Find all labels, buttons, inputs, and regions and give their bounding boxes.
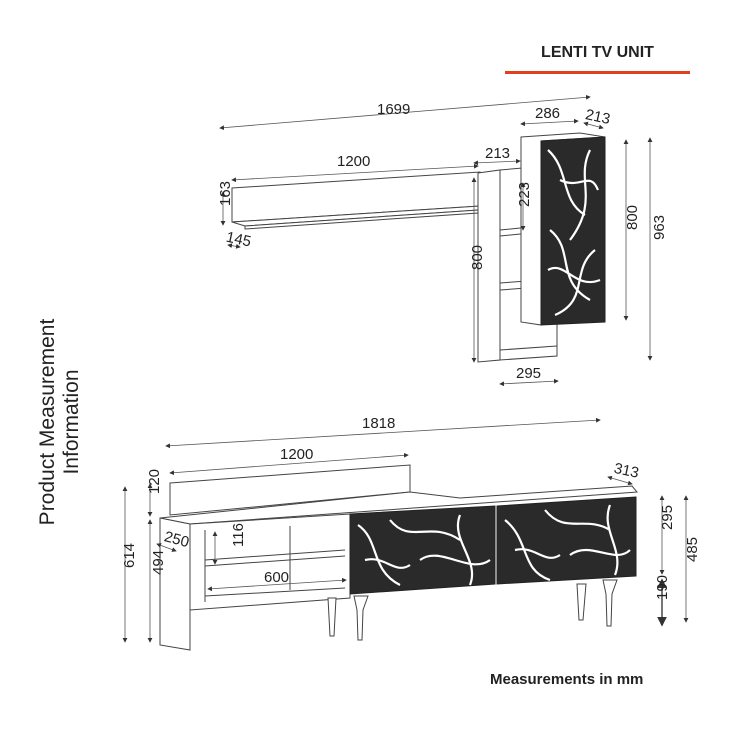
dim-cabinet-depth: 213 — [584, 106, 612, 128]
wall-cabinet-door — [540, 136, 606, 326]
stand-right-door — [496, 496, 637, 585]
stand-leg — [576, 583, 587, 621]
dim-backboard-height: 120 — [146, 469, 163, 494]
dim-shelf-width: 1200 — [337, 153, 370, 170]
product-title: LENTI TV UNIT — [541, 44, 654, 61]
stand-leg — [602, 579, 618, 627]
dim-body-height: 494 — [150, 550, 167, 575]
dim-cabinet-height: 295 — [659, 505, 676, 530]
dim-wall-total-width: 1699 — [377, 101, 410, 118]
dim-stand-total-height: 614 — [121, 543, 138, 568]
dim-tower-compartment: 223 — [516, 182, 533, 207]
wall-unit-drawing: 1699 286 213 1200 213 163 145 223 800 80… — [217, 94, 668, 387]
stand-leg — [353, 595, 369, 641]
dim-cabinet-height: 800 — [624, 205, 641, 230]
title-underline — [505, 71, 690, 74]
dim-stand-total-width: 1818 — [362, 415, 395, 432]
dim-compartment-height: 116 — [230, 523, 247, 547]
dim-cabinet-total-height: 485 — [684, 537, 701, 562]
dim-cabinet-width: 286 — [535, 105, 560, 122]
dim-compartment-width: 600 — [264, 569, 289, 586]
dim-shelf-depth: 145 — [225, 229, 253, 251]
dim-open-unit-width: 1200 — [280, 446, 313, 463]
units-note: Measurements in mm — [490, 671, 644, 688]
dim-total-height: 963 — [651, 215, 668, 240]
dim-tower-width: 213 — [485, 145, 510, 162]
dim-leg-height: 190 — [654, 575, 671, 600]
dim-tower-height: 800 — [469, 245, 486, 270]
dim-tower-base-width: 295 — [516, 365, 541, 382]
stand-leg — [327, 597, 337, 637]
tv-stand-drawing: 1818 1200 313 120 250 116 614 494 600 29… — [121, 415, 701, 651]
dim-stand-depth: 313 — [612, 460, 640, 482]
dim-open-unit-depth: 250 — [162, 528, 191, 551]
stand-left-door — [349, 505, 496, 595]
dim-shelf-height: 163 — [217, 181, 234, 206]
